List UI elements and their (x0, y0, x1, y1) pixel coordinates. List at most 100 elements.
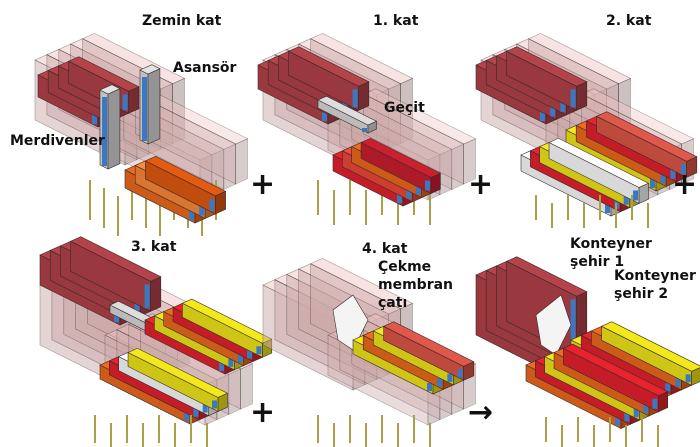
ghost-container-side (451, 143, 464, 190)
brick-container-top (287, 46, 370, 87)
window-icon (202, 404, 208, 413)
elevator-tower-side (147, 68, 161, 145)
label-city1-line2: şehir 1 (570, 254, 625, 270)
window-icon (212, 400, 218, 409)
ghost-container-top (527, 33, 632, 85)
window-icon (457, 369, 463, 378)
color-container-top (600, 321, 700, 372)
ghost-container-top (309, 258, 414, 310)
window-icon (623, 194, 629, 205)
window-icon (650, 178, 655, 188)
color-container-top (127, 347, 229, 398)
window-icon (685, 374, 691, 383)
window-icon (199, 203, 205, 216)
bridge-top (317, 95, 378, 126)
ghost-container-side (211, 148, 225, 196)
window-icon (352, 89, 358, 108)
membrane-roof (535, 294, 572, 356)
plus-operator-1: + (250, 167, 276, 202)
window-icon (605, 203, 610, 213)
ghost-container-side (240, 363, 253, 410)
window-icon (425, 180, 431, 191)
panel-title-floor-1: 1. kat (373, 13, 419, 29)
window-icon (193, 408, 199, 417)
ghost-container-side (235, 138, 248, 185)
window-icon (144, 284, 150, 309)
panel-floor-4 (262, 258, 477, 447)
panel-title-floor-3: 3. kat (131, 239, 177, 255)
stair-tower-top (99, 84, 121, 95)
ghost-container-side (228, 368, 241, 415)
color-container-top (382, 321, 475, 367)
window-icon (228, 358, 234, 367)
ghost-container-top (580, 88, 695, 145)
window-icon (256, 346, 262, 355)
window-icon (660, 173, 666, 184)
window-icon (102, 97, 107, 166)
window-icon (92, 108, 97, 124)
window-icon (670, 168, 676, 179)
brick-container-top (69, 236, 162, 282)
window-icon (142, 77, 147, 141)
window-icon (427, 383, 432, 391)
color-container-top (595, 111, 698, 162)
plus-operator-4: + (250, 395, 276, 430)
label-bridge: Geçit (384, 100, 425, 116)
ghost-container-top (116, 324, 230, 381)
elevator-tower-top (139, 64, 161, 75)
ghost-container-top (362, 88, 477, 145)
brick-container-side (576, 81, 588, 111)
label-city1-line1: Konteyner (570, 236, 652, 252)
window-icon (643, 402, 649, 413)
window-icon (437, 378, 443, 387)
red-container-top (360, 137, 442, 178)
color-container-top (562, 343, 669, 397)
label-roof-line2: membran (378, 277, 454, 293)
window-icon (209, 198, 215, 211)
brick-container-top (505, 46, 588, 87)
window-icon (184, 413, 189, 421)
label-stairs: Merdivenler (10, 133, 105, 149)
stair-tower-side (107, 88, 121, 170)
window-icon (665, 383, 671, 392)
window-icon (624, 411, 630, 422)
window-icon (397, 193, 402, 203)
label-roof-line1: Çekme (378, 259, 432, 275)
label-city2-line1: Konteyner (614, 268, 696, 284)
plus-operator-2: + (468, 167, 494, 202)
orange-container-top (144, 155, 227, 197)
window-icon (447, 373, 453, 382)
panel-container-city (475, 256, 700, 447)
brick-container-side (150, 276, 162, 312)
label-roof-line3: çatı (378, 295, 408, 311)
brick-container-side (358, 81, 370, 111)
window-icon (237, 354, 243, 363)
brick-container-top (505, 256, 588, 297)
membrane-roof (332, 294, 369, 351)
panel-floor-2 (475, 33, 698, 228)
panel-title-ground-floor: Zemin kat (142, 13, 222, 29)
ghost-container-front (135, 93, 236, 185)
window-icon (362, 128, 367, 132)
label-elevator: Asansör (173, 60, 237, 76)
window-icon (570, 89, 576, 108)
mixed-container-top (548, 137, 650, 188)
window-icon (615, 415, 620, 426)
panel-floor-3 (39, 236, 273, 447)
panel-title-floor-2: 2. kat (606, 13, 652, 29)
panel-ground-floor (34, 33, 249, 236)
window-icon (247, 350, 253, 359)
panel-floor-1 (257, 33, 477, 225)
panel-title-floor-4: 4. kat (362, 241, 408, 257)
window-icon (415, 184, 421, 195)
ghost-container-side (223, 143, 236, 190)
label-city2-line2: şehir 2 (614, 286, 669, 302)
window-icon (633, 407, 639, 418)
window-icon (219, 363, 224, 371)
plus-operator-3: + (672, 167, 698, 202)
window-icon (652, 398, 658, 409)
window-icon (633, 190, 639, 201)
window-icon (570, 299, 576, 354)
brick-container-top (67, 56, 140, 92)
window-icon (189, 208, 194, 220)
